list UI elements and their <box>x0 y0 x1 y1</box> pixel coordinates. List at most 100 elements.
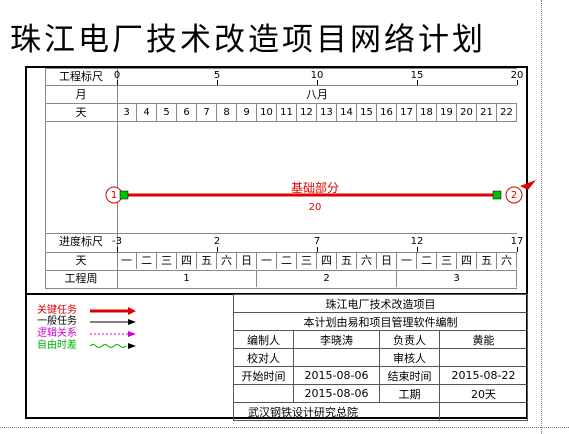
node-end-label: 2 <box>510 190 518 201</box>
day-cell: 21 <box>477 104 497 121</box>
weekday-cell: 六 <box>497 252 517 269</box>
day-cell: 3 <box>117 104 137 121</box>
info-maker: 李晓涛 <box>293 330 380 349</box>
weekday-cell: 三 <box>437 252 457 269</box>
weekday-cell: 五 <box>337 252 357 269</box>
weekday-cell: 五 <box>477 252 497 269</box>
grid-left-line <box>45 68 46 288</box>
grid-row-line <box>45 85 517 86</box>
weekday-cell: 四 <box>177 252 197 269</box>
info-note: 本计划由易和项目管理软件编制 <box>233 312 528 331</box>
grid-row-line <box>45 288 517 289</box>
info-checker-label: 校对人 <box>233 348 294 367</box>
day-cell: 22 <box>497 104 517 121</box>
info-owner: 黄能 <box>439 330 528 349</box>
weekday-cell: 二 <box>417 252 437 269</box>
progress-tick-mark <box>517 247 518 252</box>
info-date2: 2015-08-06 <box>293 384 380 403</box>
weekday-cell: 日 <box>237 252 257 269</box>
ruler-tick: 15 <box>410 70 424 81</box>
grid-label-divider <box>117 68 118 288</box>
weekday-cell: 二 <box>137 252 157 269</box>
weekday-cell: 一 <box>397 252 417 269</box>
day-cell: 7 <box>197 104 217 121</box>
day-cell: 17 <box>397 104 417 121</box>
day-cell: 5 <box>157 104 177 121</box>
info-start: 2015-08-06 <box>293 366 380 385</box>
progress-tick: 2 <box>213 236 221 247</box>
info-auditor-label: 审核人 <box>379 348 440 367</box>
info-start-label: 开始时间 <box>233 366 294 385</box>
info-empty <box>233 384 294 403</box>
weekday-cell: 四 <box>457 252 477 269</box>
legend-arrow-normal <box>128 319 136 325</box>
info-auditor <box>439 348 528 367</box>
grid-row-line <box>45 103 517 104</box>
legend-line-float <box>89 344 127 348</box>
weekday-cell: 四 <box>317 252 337 269</box>
month-value: 八月 <box>306 88 328 101</box>
progress-tick-mark <box>317 247 318 252</box>
info-period: 20天 <box>439 384 528 403</box>
info-finish-label: 结束时间 <box>379 366 440 385</box>
day-cell: 20 <box>457 104 477 121</box>
row-label: 工程周 <box>64 272 98 285</box>
task-duration: 20 <box>308 202 322 213</box>
progress-tick: 7 <box>313 236 321 247</box>
day-cell: 6 <box>177 104 197 121</box>
grid-row-line <box>45 68 517 69</box>
ruler-tick: 5 <box>213 70 221 81</box>
task-name[interactable]: 基础部分 <box>290 181 339 195</box>
legend-item-label: 自由时差 <box>37 340 77 351</box>
info-org: 武汉钢铁设计研究总院 <box>233 402 440 421</box>
day-cell: 13 <box>317 104 337 121</box>
progress-tick-mark <box>117 247 118 252</box>
weekday-cell: 二 <box>277 252 297 269</box>
weekday-cell: 一 <box>257 252 277 269</box>
legend-arrow-logic <box>128 331 136 337</box>
week-cell: 1 <box>117 270 257 287</box>
day-cell: 9 <box>237 104 257 121</box>
day-cell: 12 <box>297 104 317 121</box>
legend-item-label: 一般任务 <box>37 316 77 327</box>
grid-row-line <box>45 121 517 122</box>
week-cell: 2 <box>257 270 397 287</box>
day-cell: 18 <box>417 104 437 121</box>
task-start-marker <box>119 190 129 200</box>
weekday-cell: 三 <box>157 252 177 269</box>
progress-tick-mark <box>417 247 418 252</box>
end-flag-icon <box>520 180 536 190</box>
node-end[interactable] <box>505 186 523 204</box>
info-org-blank <box>439 402 528 421</box>
page-guide-horizontal <box>0 427 569 428</box>
info-maker-label: 编制人 <box>233 330 294 349</box>
grid-row-line <box>45 270 517 271</box>
page-guide-vertical <box>541 0 542 434</box>
legend-arrow-float <box>128 343 136 349</box>
weekday-cell: 五 <box>197 252 217 269</box>
weekday-cell: 一 <box>117 252 137 269</box>
row-label: 进度标尺 <box>59 235 103 248</box>
page-title: 珠江电厂技术改造项目网络计划 <box>10 22 486 58</box>
day-cell: 14 <box>337 104 357 121</box>
info-period-label: 工期 <box>379 384 440 403</box>
weekday-cell: 三 <box>297 252 317 269</box>
day-cell: 15 <box>357 104 377 121</box>
ruler-tick-mark <box>317 80 318 85</box>
progress-tick: -3 <box>112 236 122 247</box>
day-cell: 8 <box>217 104 237 121</box>
ruler-tick-mark <box>217 80 218 85</box>
ruler-tick-mark <box>117 80 118 85</box>
progress-tick: 17 <box>510 236 524 247</box>
legend-arrow-critical <box>128 307 136 315</box>
weekday-cell: 日 <box>377 252 397 269</box>
day-cell: 4 <box>137 104 157 121</box>
node-start-label: 1 <box>110 190 118 201</box>
grid-row-line <box>45 252 517 253</box>
row-label: 天 <box>75 106 87 119</box>
task-end-marker <box>492 190 502 200</box>
row-label: 工程标尺 <box>59 70 103 83</box>
weekday-cell: 六 <box>217 252 237 269</box>
weekday-cell: 六 <box>357 252 377 269</box>
